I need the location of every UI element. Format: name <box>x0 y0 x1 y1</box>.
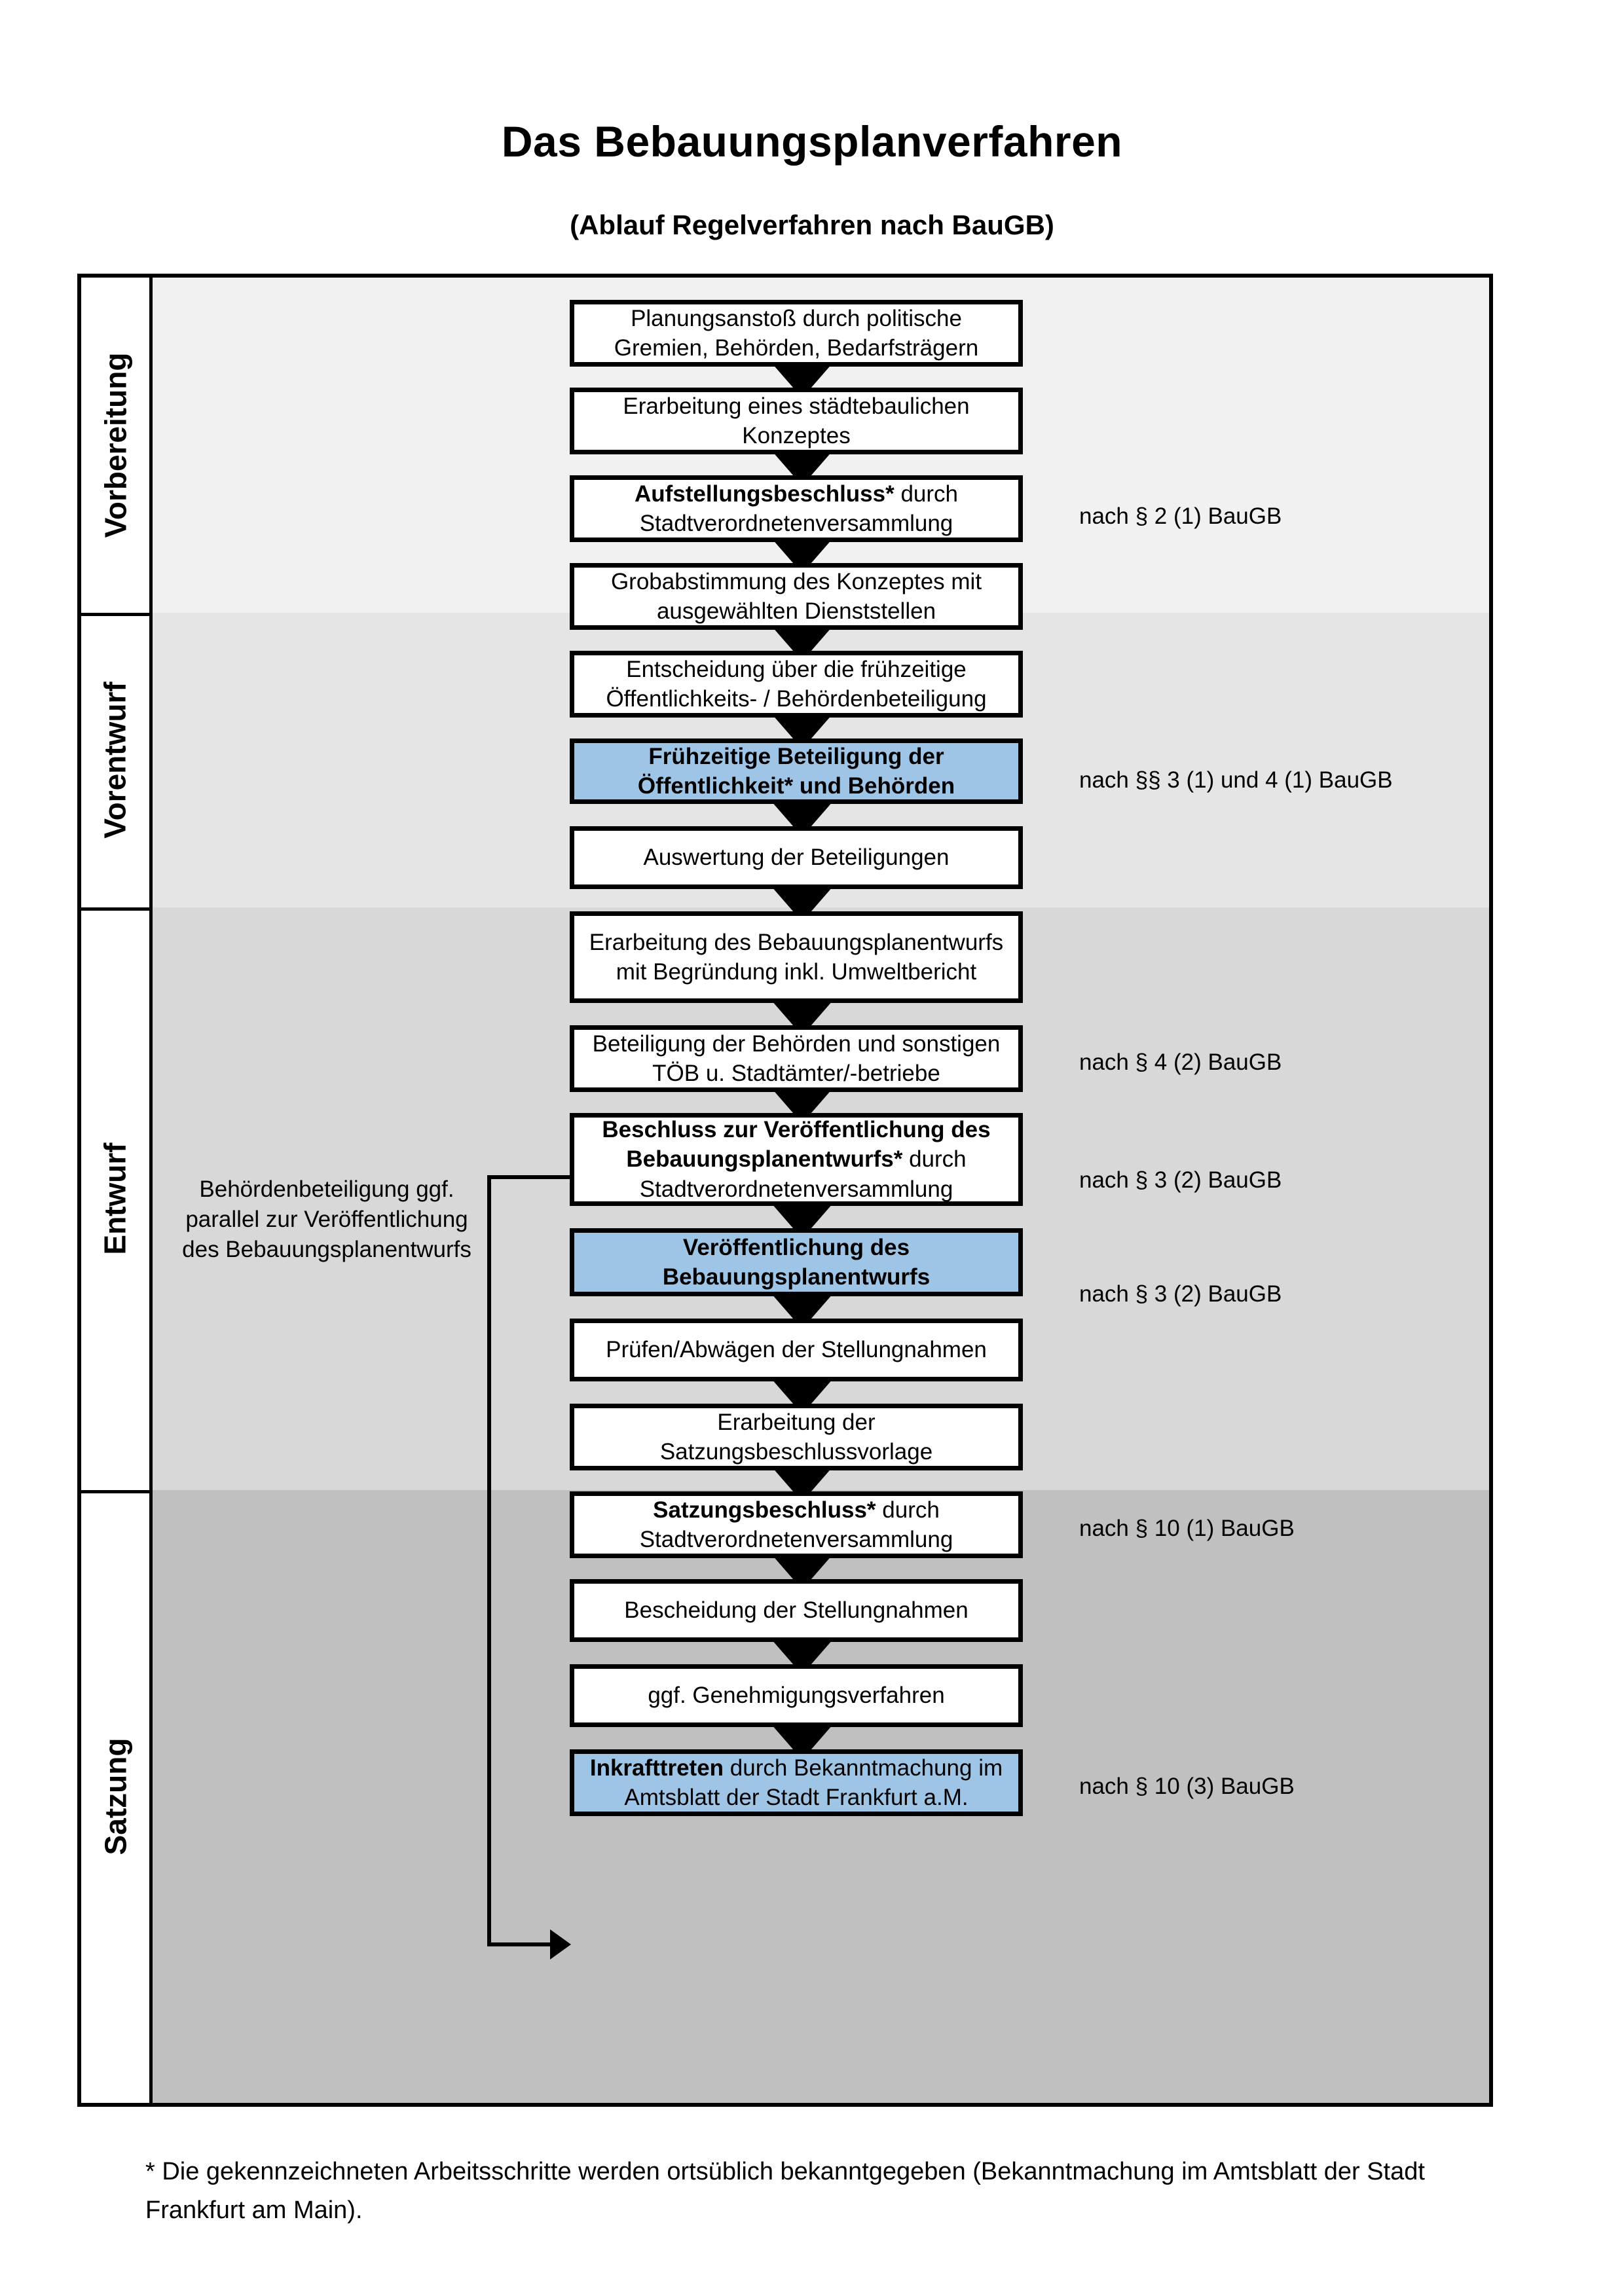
phase-label-text: Satzung <box>98 1738 133 1855</box>
step-auswertung-beteiligungen[interactable]: Auswertung der Beteiligungen <box>570 826 1023 889</box>
step-erarbeitung-entwurf[interactable]: Erarbeitung des Bebauungsplanentwurfs mi… <box>570 911 1023 1003</box>
footnote: * Die gekennzeichneten Arbeitsschritte w… <box>145 2158 1425 2224</box>
phase-label-entwurf: Entwurf <box>81 907 149 1490</box>
note-par3-2b: nach § 3 (2) BauGB <box>1079 1281 1282 1307</box>
phase-separator-1 <box>81 613 153 616</box>
step-bold-text: Beschluss zur Veröffentlichung des Bebau… <box>602 1116 991 1173</box>
label-column-divider <box>149 278 153 2103</box>
step-planungsanstoss[interactable]: Planungsanstoß durch politische Gremien,… <box>570 300 1023 367</box>
step-text: Beteiligung der Behörden und sonstigen T… <box>592 1030 1001 1087</box>
phase-label-text: Entwurf <box>98 1142 133 1255</box>
step-pruefen-abwaegen[interactable]: Prüfen/Abwägen der Stellungnahmen <box>570 1319 1023 1381</box>
step-bold-text: Satzungsbeschluss* <box>653 1497 876 1523</box>
step-staedtebauliches-konzept[interactable]: Erarbeitung eines städtebaulichen Konzep… <box>570 388 1023 454</box>
step-text: Grobabstimmung des Konzeptes mit ausgewä… <box>610 568 982 625</box>
step-text: Erarbeitung eines städtebaulichen Konzep… <box>623 393 970 449</box>
step-beteiligung-behoerden[interactable]: Beteiligung der Behörden und sonstigen T… <box>570 1025 1023 1092</box>
step-fruehzeitige-beteiligung[interactable]: Frühzeitige Beteiligung der Öffentlichke… <box>570 738 1023 804</box>
step-text: Prüfen/Abwägen der Stellungnahmen <box>606 1337 987 1363</box>
phase-label-text: Vorbereitung <box>98 352 133 538</box>
page-subtitle: (Ablauf Regelverfahren nach BauGB) <box>570 210 1054 240</box>
step-inkrafttreten[interactable]: Inkrafttreten durch Bekanntmachung im Am… <box>570 1749 1023 1816</box>
step-bold-text: Inkrafttreten <box>589 1755 724 1781</box>
step-erarbeitung-satzungsvorlage[interactable]: Erarbeitung der Satzungsbeschlussvorlage <box>570 1404 1023 1470</box>
note-par3-2a: nach § 3 (2) BauGB <box>1079 1167 1282 1193</box>
phase-label-text: Vorentwurf <box>98 682 132 839</box>
step-bold-text: Aufstellungsbeschluss* <box>634 481 895 507</box>
step-text: durch Bekanntmachung im Amtsblatt der St… <box>624 1755 1003 1811</box>
step-text: Auswertung der Beteiligungen <box>643 845 950 871</box>
step-text: Erarbeitung der Satzungsbeschlussvorlage <box>659 1409 933 1465</box>
feedback-connector-vertical <box>487 1175 491 1946</box>
step-beschluss-veroeffentlichung[interactable]: Beschluss zur Veröffentlichung des Bebau… <box>570 1113 1023 1206</box>
step-mid-text: durch <box>876 1497 940 1523</box>
note-par2-1: nach § 2 (1) BauGB <box>1079 503 1282 529</box>
step-mid-text: durch <box>902 1146 967 1173</box>
phase-separator-2 <box>81 907 153 911</box>
step-text: Entscheidung über die frühzeitige Öffent… <box>606 656 987 712</box>
step-bescheidung-stellungnahmen[interactable]: Bescheidung der Stellungnahmen <box>570 1579 1023 1642</box>
step-text: Frühzeitige Beteiligung der Öffentlichke… <box>637 743 955 799</box>
step-text: Planungsanstoß durch politische Gremien,… <box>614 305 979 361</box>
feedback-connector-bottom-segment <box>487 1942 555 1946</box>
phase-label-vorbereitung: Vorbereitung <box>81 278 149 613</box>
phase-separator-3 <box>81 1490 153 1493</box>
flowchart-frame: Vorbereitung Vorentwurf Entwurf Satzung … <box>77 274 1493 2107</box>
step-text: Bescheidung der Stellungnahmen <box>624 1597 969 1624</box>
step-text: ggf. Genehmigungsverfahren <box>648 1683 945 1709</box>
note-par10-3: nach § 10 (3) BauGB <box>1079 1774 1295 1799</box>
step-text: Stadtverordnetenversammlung <box>639 511 953 536</box>
step-text: Stadtverordnetenversammlung <box>639 1527 953 1552</box>
feedback-connector-top-segment <box>487 1175 574 1179</box>
note-par3-4-1: nach §§ 3 (1) und 4 (1) BauGB <box>1079 767 1393 793</box>
note-par10-1: nach § 10 (1) BauGB <box>1079 1516 1295 1541</box>
feedback-connector-arrowhead-icon <box>550 1929 571 1959</box>
step-text: Erarbeitung des Bebauungsplanentwurfs mi… <box>589 929 1004 985</box>
sidenote-behoerdenbeteiligung: Behördenbeteiligung ggf. parallel zur Ve… <box>182 1176 471 1263</box>
step-entscheidung-fruehzeitige[interactable]: Entscheidung über die frühzeitige Öffent… <box>570 651 1023 718</box>
note-par4-2: nach § 4 (2) BauGB <box>1079 1049 1282 1075</box>
page-title: Das Bebauungsplanverfahren <box>501 117 1123 166</box>
step-text: Veröffentlichung des Bebauungsplanentwur… <box>662 1234 931 1290</box>
step-genehmigungsverfahren[interactable]: ggf. Genehmigungsverfahren <box>570 1664 1023 1727</box>
step-veroeffentlichung-entwurf[interactable]: Veröffentlichung des Bebauungsplanentwur… <box>570 1228 1023 1296</box>
step-grobabstimmung[interactable]: Grobabstimmung des Konzeptes mit ausgewä… <box>570 563 1023 630</box>
step-text: Stadtverordnetenversammlung <box>639 1176 953 1202</box>
phase-label-satzung: Satzung <box>81 1490 149 2103</box>
step-mid-text: durch <box>894 481 959 507</box>
phase-label-vorentwurf: Vorentwurf <box>81 613 149 907</box>
